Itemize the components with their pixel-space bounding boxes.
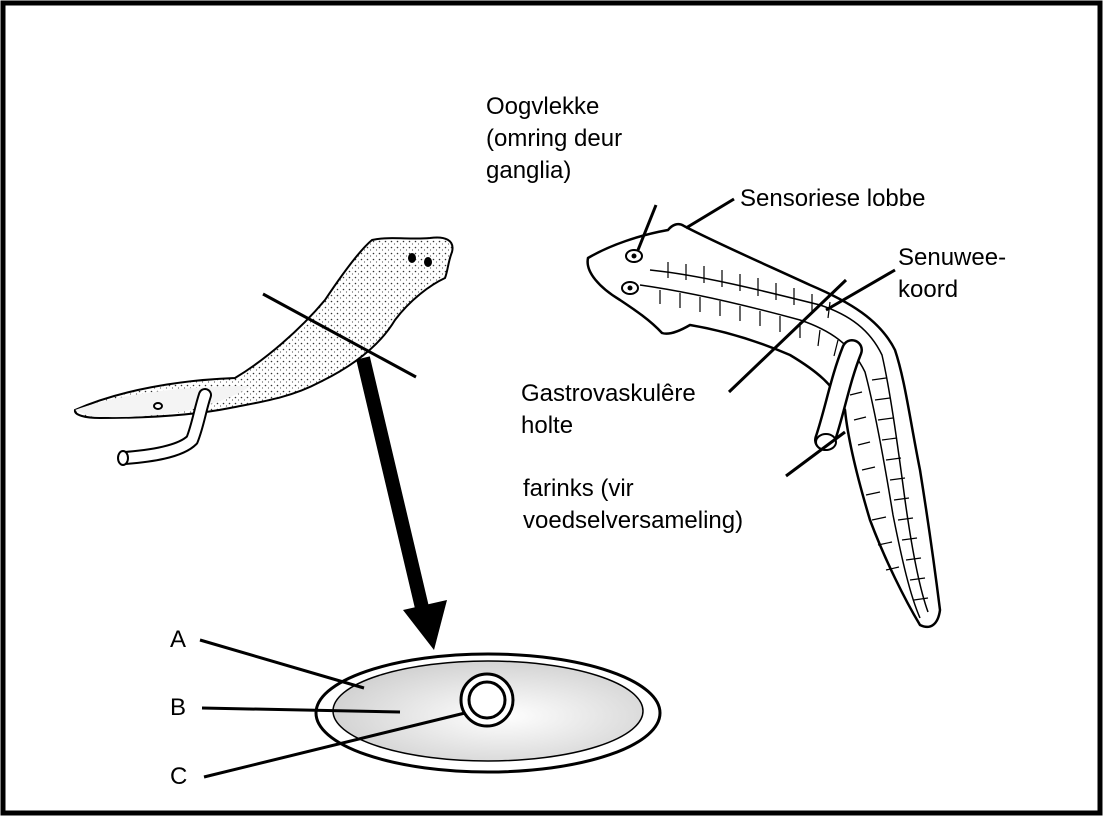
label-pharynx: farinks (vir voedselversameling)	[523, 473, 743, 537]
letter-a: A	[170, 626, 186, 654]
label-sensory-lobe: Sensoriese lobbe	[740, 183, 925, 215]
label-eyespots: Oogvlekke (omring deur ganglia)	[486, 91, 622, 187]
label-gastrovascular: Gastrovaskulêre holte	[521, 378, 696, 442]
letter-c: C	[170, 763, 187, 791]
label-nerve-cord: Senuwee- koord	[898, 242, 1006, 306]
letter-b: B	[170, 694, 186, 722]
